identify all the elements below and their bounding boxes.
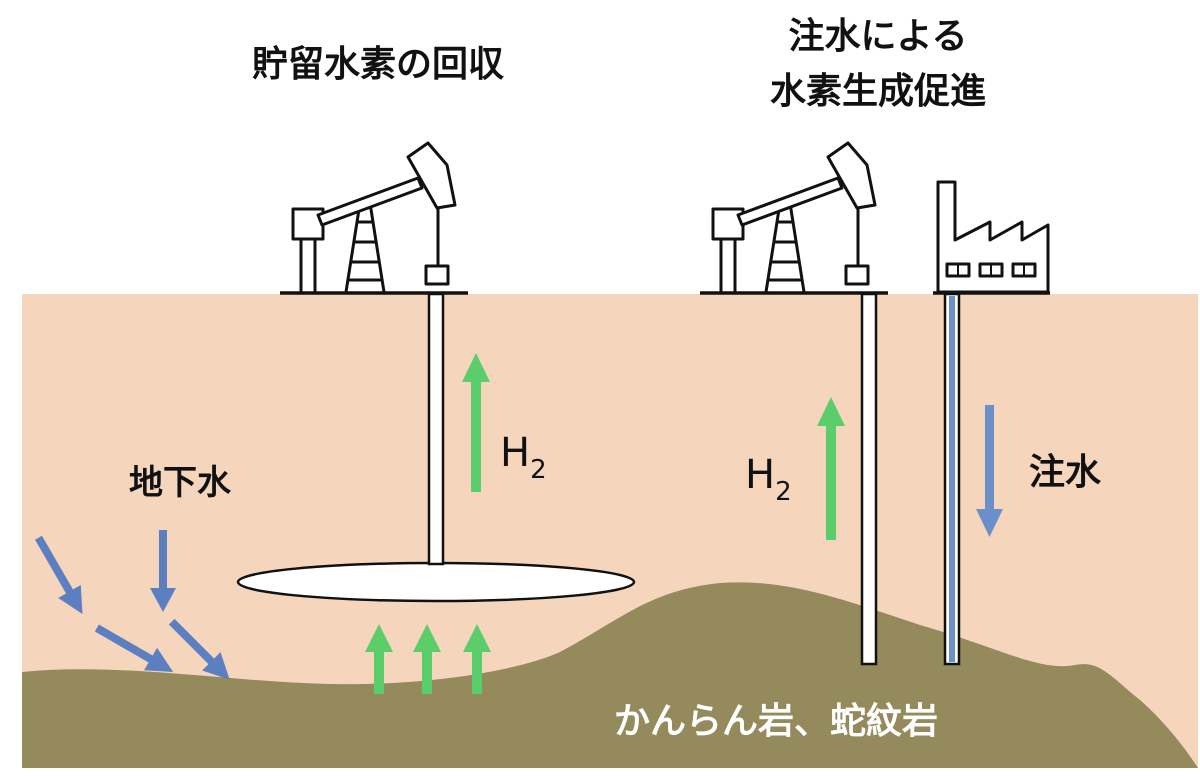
rock-label: かんらん岩、蛇紋岩 xyxy=(614,701,938,742)
rock-layer xyxy=(22,582,1198,768)
factory-icon xyxy=(933,180,1050,295)
h2-arrow-right xyxy=(817,397,845,540)
h2-arrow-reservoir-3 xyxy=(463,624,491,694)
title-left: 貯留水素の回収 xyxy=(252,44,504,85)
h2-label-left: H2 xyxy=(500,430,547,485)
hydrogen-reservoir xyxy=(236,561,636,603)
groundwater-arrow-diagonal-3 xyxy=(168,618,230,680)
title-right-line2: 水素生成促進 xyxy=(770,71,986,112)
right-production-well xyxy=(860,292,878,666)
title-right-line1: 注水による xyxy=(789,16,968,57)
groundwater-arrow-diagonal-2 xyxy=(94,624,174,672)
groundwater-arrow-vertical xyxy=(150,530,176,612)
groundwater-arrow-diagonal-1 xyxy=(35,535,83,614)
h2-label-right: H2 xyxy=(745,452,792,507)
injection-label: 注水 xyxy=(1029,452,1102,493)
pumpjack-right-icon xyxy=(700,141,888,295)
groundwater-label: 地下水 xyxy=(129,463,232,503)
injection-arrow xyxy=(976,405,1003,537)
h2-arrow-reservoir-2 xyxy=(413,624,441,694)
left-well-pipe xyxy=(427,292,445,566)
h2-arrow-left xyxy=(462,353,490,492)
injection-well xyxy=(943,292,961,666)
h2-arrow-reservoir-1 xyxy=(365,624,393,694)
pumpjack-left-icon xyxy=(280,141,468,295)
groundwater-arrows xyxy=(35,530,230,680)
